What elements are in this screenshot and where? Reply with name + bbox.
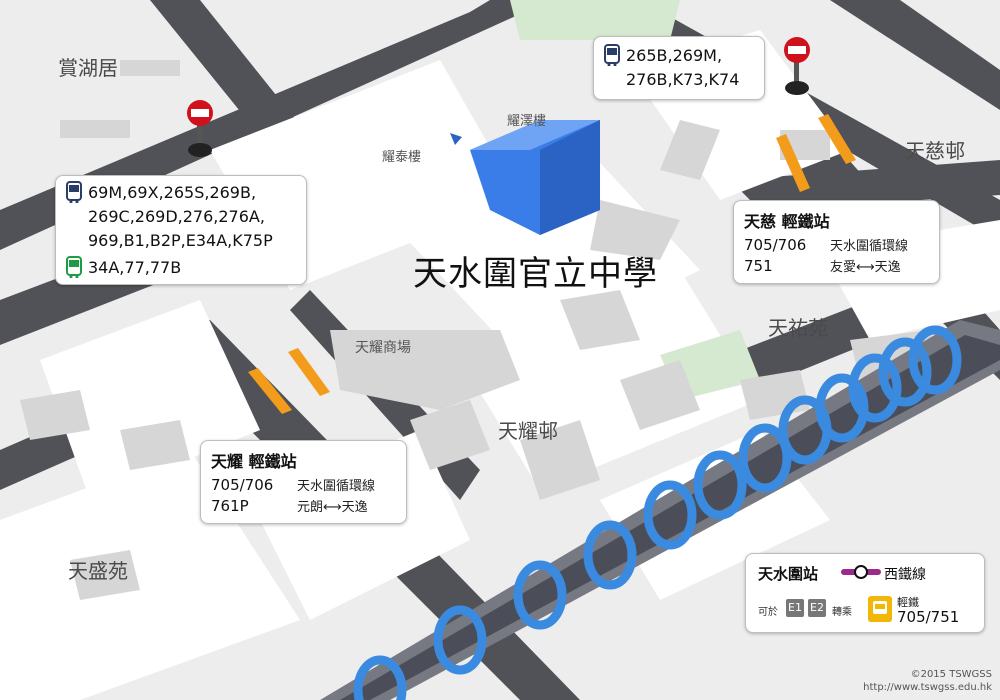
- west-rail-line-icon: [841, 565, 881, 579]
- bus-icon: [604, 44, 620, 66]
- west-rail-card: 天水圍站 西鐵線 可於 E1 E2 轉乘 輕鐵 705/751: [745, 553, 985, 633]
- bus-stop-sign-ne: [784, 37, 810, 95]
- west-rail-lrt-label: 輕鐵: [897, 596, 919, 609]
- copyright-url: http://www.tswgss.edu.hk: [863, 682, 992, 693]
- lrt-card-tin-chi: 天慈 輕鐵站 705/706 751 天水圍循環線 友愛⟷天逸: [733, 200, 940, 284]
- building-label-yiu-tai: 耀泰樓: [382, 150, 422, 165]
- district-label-tin-chi: 天慈邨: [905, 139, 965, 163]
- lrt-lines-tin-chi: 705/706 751: [744, 236, 807, 275]
- school-building: [450, 120, 600, 235]
- copyright-line-1: ©2015 TSWGSS: [910, 669, 992, 680]
- exit-e1-badge: E1: [786, 599, 804, 617]
- bus-routes-w: 69M,69X,265S,269B, 269C,269D,276,276A, 9…: [88, 183, 273, 250]
- lrt-lines-tin-yiu: 705/706 761P: [211, 476, 274, 515]
- west-rail-station: 天水圍站: [758, 565, 819, 583]
- lrt-station-title-tin-yiu: 天耀 輕鐵站: [211, 452, 297, 471]
- west-rail-lrt-lines: 705/751: [897, 608, 960, 626]
- bus-icon: [66, 181, 82, 203]
- district-label-tin-yiu: 天耀邨: [498, 419, 558, 443]
- district-label-tin-yau: 天祐苑: [768, 316, 828, 340]
- copyright: ©2015 TSWGSS http://www.tswgss.edu.hk: [863, 668, 992, 694]
- building-label-yiu-chak: 耀澤樓: [507, 114, 547, 129]
- exit-e2-badge: E2: [808, 599, 826, 617]
- bus-stop-sign-w: [187, 100, 213, 157]
- lrt-desc-tin-yiu: 天水圍循環線 元朗⟷天逸: [297, 479, 376, 515]
- lrt-platforms: [248, 114, 856, 414]
- lrt-desc-tin-chi: 天水圍循環線 友愛⟷天逸: [830, 239, 909, 275]
- minibus-routes-w: 34A,77,77B: [88, 258, 182, 277]
- district-label-tin-shing: 天盛苑: [68, 559, 128, 583]
- lrt-tram-icon: [868, 596, 892, 622]
- residential-buildings: [20, 60, 940, 600]
- school-title: 天水圍官立中學: [413, 254, 658, 294]
- west-rail-track: [320, 320, 1000, 700]
- west-rail-transfer: 轉乘: [832, 607, 852, 618]
- minibus-icon: [66, 256, 82, 278]
- bus-routes-ne: 265B,269M, 276B,K73,K74: [626, 46, 740, 89]
- west-rail-exit-prefix: 可於: [758, 607, 778, 618]
- lrt-card-tin-yiu: 天耀 輕鐵站 705/706 761P 天水圍循環線 元朗⟷天逸: [200, 440, 407, 524]
- bus-info-card-w: 69M,69X,265S,269B, 269C,269D,276,276A, 9…: [55, 175, 307, 285]
- building-label-tin-yiu-plaza: 天耀商場: [355, 340, 411, 356]
- west-rail-line-name: 西鐵線: [884, 567, 926, 583]
- bus-info-card-ne: 265B,269M, 276B,K73,K74: [593, 36, 765, 100]
- lrt-station-title-tin-chi: 天慈 輕鐵站: [744, 212, 830, 231]
- district-label-shang-wu-keui: 賞湖居: [58, 56, 118, 80]
